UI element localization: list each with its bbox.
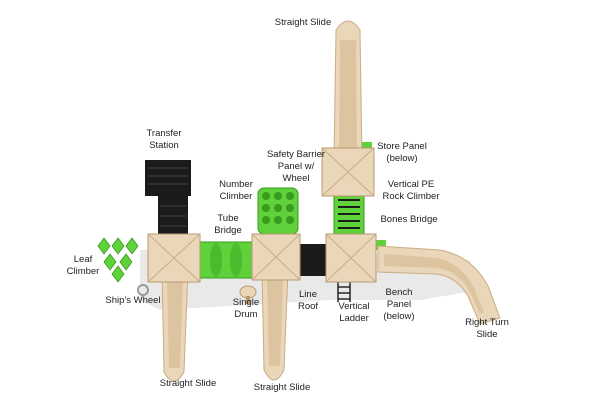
- straight-slide-top-shape: [333, 20, 363, 161]
- label-straight-slide-top: Straight Slide: [274, 17, 332, 28]
- leaf-climber-shape: [97, 237, 139, 283]
- tube-bridge-shape: [199, 241, 257, 279]
- straight-slide-mid-shape: [261, 269, 289, 381]
- store-panel-shape: [362, 142, 372, 152]
- label-tube-bridge: Tube Bridge: [214, 213, 242, 236]
- single-drum-shape: [239, 285, 257, 304]
- roof-deck-top: [321, 147, 375, 197]
- label-bench-panel: Bench Panel (below): [383, 287, 415, 322]
- label-vertical-pe: Vertical PE Rock Climber: [382, 179, 440, 202]
- bones-bridge-shape: [372, 240, 386, 250]
- number-climber-shape: [257, 187, 299, 235]
- roof-deck-left: [147, 233, 201, 283]
- ships-wheel-shape: [137, 284, 149, 296]
- label-straight-slide-left: Straight Slide: [159, 378, 217, 389]
- transfer-station-shape: [145, 160, 191, 236]
- label-straight-slide-mid: Straight Slide: [253, 382, 311, 393]
- label-right-turn-slide: Right Turn Slide: [465, 317, 509, 340]
- line-roof-bridge-shape: [300, 244, 330, 276]
- label-bones-bridge: Bones Bridge: [380, 214, 438, 225]
- roof-deck-right: [325, 233, 377, 283]
- label-ships-wheel: Ship's Wheel: [105, 295, 161, 306]
- label-safety-barrier: Safety Barrier Panel w/ Wheel: [266, 149, 326, 184]
- label-store-panel: Store Panel (below): [377, 141, 427, 164]
- label-vertical-ladder: Vertical Ladder: [338, 301, 370, 324]
- label-transfer-station: Transfer Station: [146, 128, 182, 151]
- climber-rungs: [338, 199, 360, 229]
- label-leaf-climber: Leaf Climber: [66, 254, 100, 277]
- label-line-roof: Line Roof: [297, 289, 319, 312]
- right-turn-slide-shape: [377, 245, 501, 325]
- label-single-drum: Single Drum: [232, 297, 260, 320]
- roof-deck-mid: [251, 233, 301, 281]
- straight-slide-left-shape: [161, 269, 189, 382]
- label-number-climber: Number Climber: [219, 179, 253, 202]
- vertical-ladder-shape: [337, 282, 351, 302]
